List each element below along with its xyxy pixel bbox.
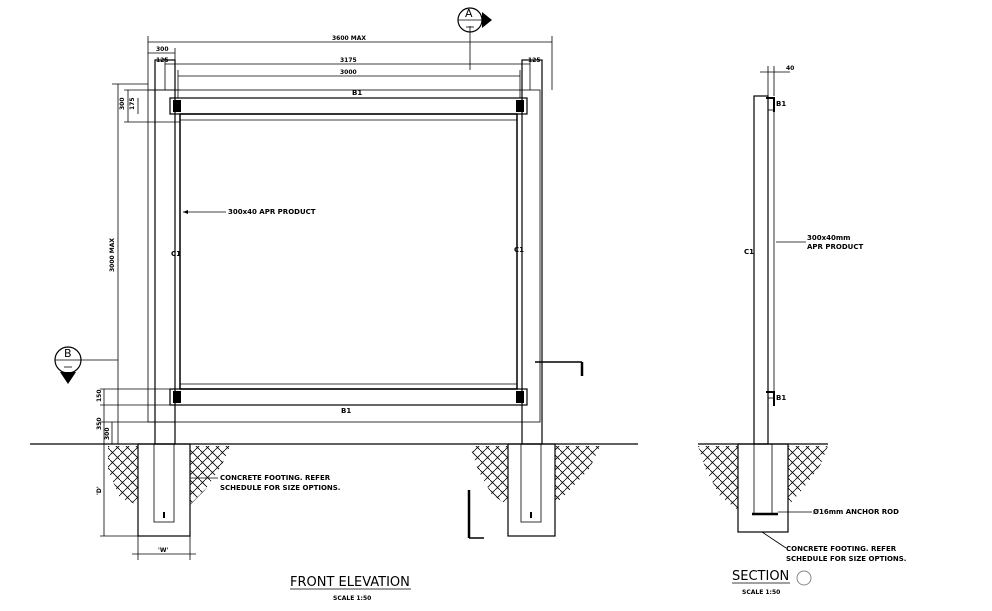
- dim-right-offset: 125: [528, 57, 541, 64]
- front-elevation-scale: SCALE 1:50: [333, 595, 371, 602]
- front-elevation-title: FRONT ELEVATION: [290, 575, 410, 590]
- column-right: [521, 59, 543, 445]
- dim-overall-width: 3600 MAX: [332, 35, 366, 42]
- section-column-label: C1: [744, 248, 754, 256]
- panel-note: 300x40 APR PRODUCT: [228, 208, 316, 216]
- panel: [179, 113, 518, 390]
- section-marker-b-label: B: [64, 347, 72, 360]
- front-elevation: B1 B1 C1 C1 300x40 APR PRODUCT CONCRETE …: [30, 7, 638, 602]
- section-beam-bottom-label: B1: [776, 394, 786, 402]
- section-footing-note-line2: SCHEDULE FOR SIZE OPTIONS.: [786, 555, 906, 563]
- dim-post-centres: 3175: [340, 57, 357, 64]
- beam-top: [169, 97, 528, 115]
- section-view: 40 B1 B1 C1 300x40mm APR PRODUCT Ø16mm A…: [698, 65, 906, 596]
- embedded-post-right: [520, 443, 542, 523]
- section-footing-note-line1: CONCRETE FOOTING. REFER: [786, 545, 897, 553]
- dim-left-offset: 125: [156, 57, 169, 64]
- footing-note-line1: CONCRETE FOOTING. REFER: [220, 474, 331, 482]
- embedded-post-left: [153, 443, 175, 523]
- section-dim-thickness: 40: [786, 65, 794, 72]
- column-left-label: C1: [171, 250, 181, 258]
- dim-bottom-2: 350: [96, 417, 103, 430]
- dim-top-1: 300: [119, 97, 126, 110]
- section-title: SECTION: [732, 569, 789, 584]
- top-dimensions: 3600 MAX 300 3175 125 125 3000: [147, 35, 553, 98]
- section-column: [753, 95, 769, 445]
- dim-panel-width: 3000: [340, 69, 357, 76]
- section-panel-note-line1: 300x40mm: [807, 234, 850, 242]
- section-anchor-note: Ø16mm ANCHOR ROD: [813, 508, 899, 516]
- dim-bottom-1: 150: [96, 389, 103, 402]
- left-dimensions: 3000 MAX 300 175 150 350 300 'D': [96, 83, 180, 537]
- section-scale: SCALE 1:50: [742, 589, 780, 596]
- section-panel: [767, 109, 775, 399]
- beam-top-label: B1: [352, 89, 362, 97]
- section-marker-a: A: [457, 7, 492, 33]
- dim-overall-height: 3000 MAX: [109, 238, 116, 272]
- dim-post-width: 300: [156, 46, 169, 53]
- dim-footing-depth: 'D': [96, 486, 103, 495]
- dim-footing-width: 'W': [158, 547, 168, 554]
- beam-bottom-label: B1: [341, 407, 351, 415]
- column-right-label: C1: [514, 246, 524, 254]
- dim-bottom-3: 300: [104, 427, 111, 440]
- beam-bottom: [169, 388, 528, 406]
- section-footing: [737, 443, 789, 533]
- soil-hatch-left: [108, 446, 230, 505]
- section-marker-a-label: A: [465, 7, 473, 20]
- section-beam-top-label: B1: [776, 100, 786, 108]
- section-panel-note-line2: APR PRODUCT: [807, 243, 863, 251]
- dim-top-2: 175: [129, 97, 136, 110]
- overall-outline: [147, 89, 541, 423]
- footing-width-dimension: 'W': [132, 536, 196, 560]
- section-marker-b: B: [54, 346, 82, 384]
- footing-note-line2: SCHEDULE FOR SIZE OPTIONS.: [220, 484, 340, 492]
- watermark-icon: [796, 570, 812, 586]
- soil-hatch-right: [470, 446, 600, 505]
